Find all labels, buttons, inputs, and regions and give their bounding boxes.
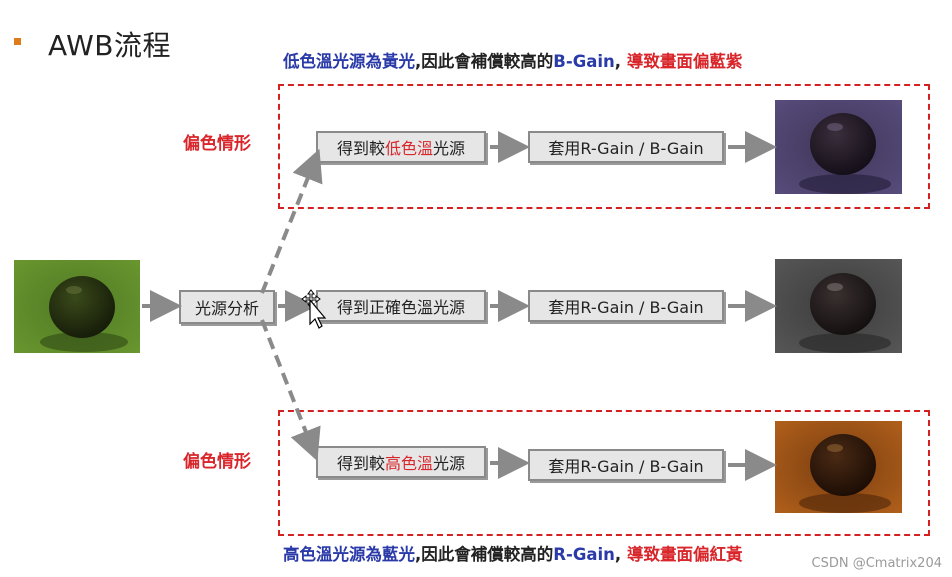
result-image-red-yellow	[775, 421, 902, 513]
correct-color-temp-box: 得到正確色溫光源	[316, 290, 486, 322]
bottom-case-frame	[278, 410, 930, 536]
bottom-case-label: 偏色情形	[183, 452, 251, 472]
bottom-note-part4: ,	[614, 545, 622, 564]
bottom-note-part3: R-Gain	[553, 545, 615, 564]
lower-box-suffix: 光源	[433, 139, 466, 158]
neutral-apple-graphic	[775, 259, 902, 353]
top-case-label: 偏色情形	[183, 134, 251, 154]
apply-gain-box-top: 套用R-Gain / B-Gain	[528, 131, 724, 163]
lower-box-prefix: 得到較	[336, 139, 385, 158]
source-apple-graphic	[14, 260, 140, 353]
slide-title: AWB流程	[48, 29, 172, 62]
top-note: 低色溫光源為黃光,因此會補償較高的B-Gain, 導致畫面偏藍紫	[283, 48, 742, 72]
top-note-part3: B-Gain	[553, 52, 615, 71]
apply-gain-box-bottom: 套用R-Gain / B-Gain	[528, 449, 724, 481]
top-note-part4: ,	[614, 52, 622, 71]
move-cursor-icon	[301, 289, 327, 329]
arrow-analysis-to-top	[260, 148, 323, 294]
apply-gain-box-middle: 套用R-Gain / B-Gain	[528, 290, 724, 322]
source-image-green	[14, 260, 140, 353]
watermark: CSDN @Cmatrix204	[811, 556, 942, 571]
bottom-note-part5: 導致畫面偏紅黃	[626, 545, 743, 564]
lower-color-temp-box: 得到較低色溫光源	[316, 131, 486, 163]
bottom-note: 高色溫光源為藍光,因此會補償較高的R-Gain, 導致畫面偏紅黃	[283, 541, 742, 565]
top-note-part5: 導致畫面偏藍紫	[626, 52, 743, 71]
higher-color-temp-box: 得到較高色溫光源	[316, 446, 486, 478]
result-image-neutral	[775, 259, 902, 353]
arrow-analysis-to-bottom	[260, 319, 321, 462]
result-image-blue-purple	[775, 100, 902, 194]
bottom-note-part2: ,因此會補償較高的	[415, 545, 554, 564]
bullet-marker	[14, 38, 21, 45]
red-yellow-apple-graphic	[775, 421, 902, 513]
top-case-frame	[278, 84, 930, 209]
top-note-part1: 低色溫光源為黃光	[283, 52, 415, 71]
top-note-part2: ,因此會補償較高的	[415, 52, 554, 71]
higher-box-highlight: 高色溫	[384, 454, 433, 473]
bottom-note-part1: 高色溫光源為藍光	[283, 545, 415, 564]
light-source-analysis-box: 光源分析	[179, 290, 275, 324]
higher-box-suffix: 光源	[433, 454, 466, 473]
lower-box-highlight: 低色溫	[384, 139, 433, 158]
higher-box-prefix: 得到較	[336, 454, 385, 473]
blue-purple-apple-graphic	[775, 100, 902, 194]
